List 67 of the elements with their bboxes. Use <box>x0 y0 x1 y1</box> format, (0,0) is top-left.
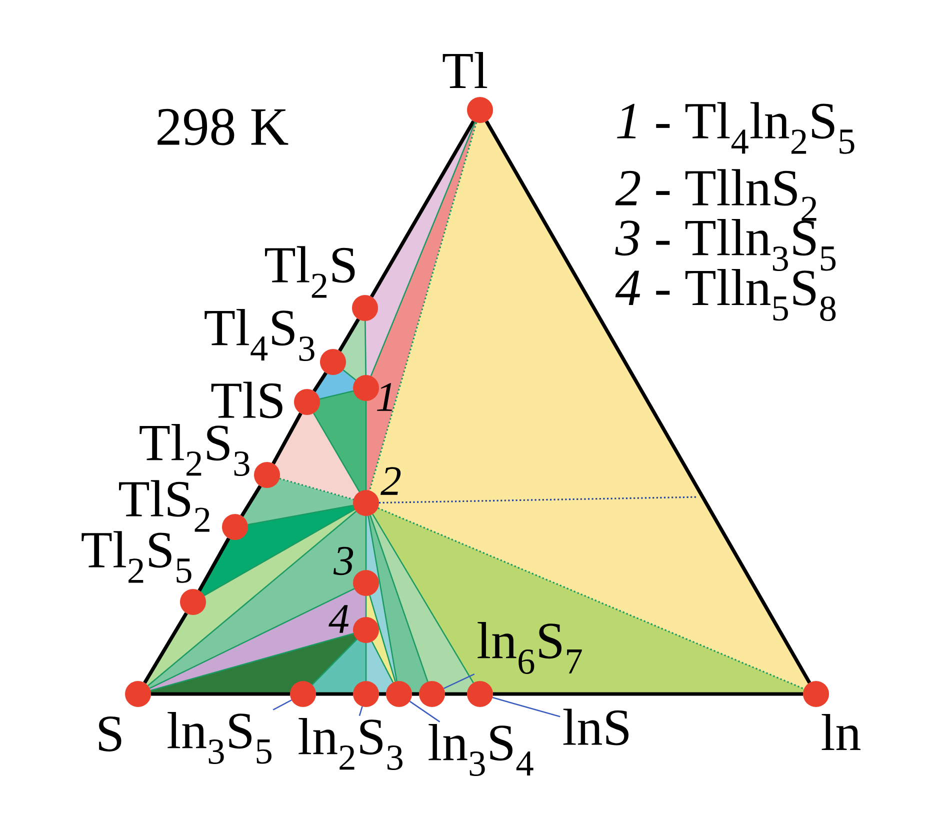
point-number: 4 <box>328 605 349 633</box>
tie-line <box>370 122 476 376</box>
triangle-side <box>379 692 386 696</box>
triangle-side <box>484 120 812 684</box>
vertex-label: ln <box>822 714 860 750</box>
tie-line <box>342 370 356 380</box>
compound-label: ln$_{2}$S$_{3}$ <box>298 718 402 770</box>
compound-label: Tl$_{2}$S$_{3}$ <box>140 424 250 476</box>
leader-line <box>444 673 475 690</box>
compound-label: lnS <box>563 708 628 746</box>
tie-line <box>368 516 398 682</box>
dotted-line <box>379 496 698 504</box>
phase-point <box>467 681 493 707</box>
leader-line <box>409 700 440 722</box>
tie-line <box>313 412 360 492</box>
triangle-side <box>240 485 262 517</box>
compound-label: ln$_{3}$S$_{4}$ <box>428 724 534 776</box>
tie-line <box>148 510 356 686</box>
triangle-side <box>151 692 290 696</box>
tie-line <box>370 515 428 682</box>
compound-label: TlS$_{2}$ <box>119 480 210 532</box>
compound-label: ln$_{3}$S$_{5}$ <box>168 712 272 764</box>
tie-line <box>368 122 478 491</box>
legend-entry: 1 - Tl$_{4}$ln$_{2}$S$_{5}$ <box>617 102 854 154</box>
tie-line <box>320 390 354 400</box>
compound-label: Tl$_{2}$S$_{5}$ <box>82 531 192 583</box>
phase-point <box>386 681 412 707</box>
triangle-side <box>312 372 328 392</box>
point-number: 1 <box>377 383 392 411</box>
triangle-side <box>493 692 803 696</box>
tie-line <box>365 401 367 490</box>
phase-point <box>290 681 316 707</box>
triangle-side <box>143 612 188 684</box>
leader-line <box>492 696 560 718</box>
temperature-label: 298 K <box>158 108 288 146</box>
tie-line <box>369 595 396 682</box>
compound-label: Tl$_{4}$S$_{3}$ <box>204 309 314 361</box>
triangle-side <box>370 120 476 298</box>
tie-line <box>204 508 356 596</box>
triangle-side <box>272 412 302 464</box>
tie-line <box>372 514 474 684</box>
compound-label: Tl$_{2}$S <box>265 246 355 298</box>
tie-line <box>365 596 367 617</box>
tie-line <box>365 643 367 681</box>
tie-line <box>371 641 394 683</box>
point-number: 3 <box>333 546 354 576</box>
phase-point <box>419 681 445 707</box>
compound-label: TlS <box>211 382 282 418</box>
vertex-label: Tl <box>442 52 488 88</box>
tie-line <box>364 320 366 375</box>
tie-line <box>279 478 354 500</box>
vertex-label: S <box>99 716 122 752</box>
triangle-side <box>445 692 467 696</box>
tie-line <box>248 504 354 526</box>
tie-line <box>150 632 354 692</box>
tie-line <box>365 516 367 570</box>
phase-point <box>353 681 379 707</box>
triangle-side <box>316 692 353 696</box>
triangle-side <box>198 537 230 592</box>
tie-line <box>312 638 358 686</box>
leader-line <box>272 700 292 710</box>
triangle-side <box>412 692 419 696</box>
tie-line <box>149 588 355 689</box>
leader-line <box>358 706 363 716</box>
point-number: 2 <box>380 467 401 495</box>
triangle-side <box>338 318 360 352</box>
compound-label: ln$_{6}$S$_{7}$ <box>478 622 582 674</box>
